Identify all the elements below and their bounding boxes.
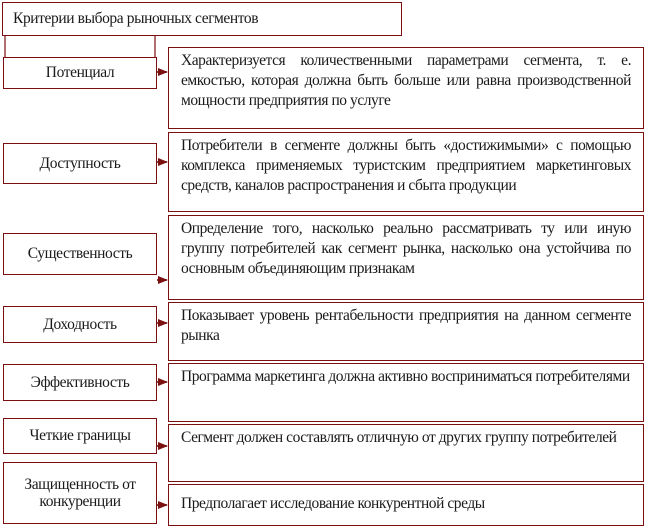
criterion-label: Доходность [43,315,117,333]
criterion-label: Доступность [39,154,121,172]
criterion-box-potential: Потенциал [3,57,157,89]
description-box-efficiency: Программа маркетинга должна активно восп… [168,363,644,422]
criterion-box-profitability: Доходность [3,306,157,343]
criterion-box-significance: Существенность [3,233,157,275]
criterion-label: Четкие границы [29,427,131,445]
description-text: Потребители в сегменте должны быть «дост… [181,137,631,194]
description-text: Определение того, насколько реально расс… [181,220,631,277]
criterion-label: Защищенность от конкуренции [24,475,136,510]
criterion-box-protection: Защищенность от конкуренции [3,462,157,524]
description-box-accessibility: Потребители в сегменте должны быть «дост… [168,132,644,212]
criterion-box-efficiency: Эффективность [3,364,157,401]
criterion-label: Эффективность [30,373,130,391]
criterion-box-accessibility: Доступность [3,143,157,184]
description-text: Сегмент должен составлять отличную от др… [181,429,617,446]
diagram-title-box: Критерии выбора рыночных сегментов [2,2,402,36]
description-box-clear-boundaries: Сегмент должен составлять отличную от др… [168,424,644,482]
description-box-profitability: Показывает уровень рентабельности предпр… [168,302,644,361]
description-text: Предполагает исследование конкурентной с… [181,495,485,512]
description-text: Программа маркетинга должна активно восп… [181,368,630,385]
description-text: Показывает уровень рентабельности предпр… [181,307,631,344]
criterion-box-clear-boundaries: Четкие границы [3,418,157,454]
criterion-label: Существенность [27,245,133,263]
criterion-label: Потенциал [45,64,115,82]
arrow-group [157,68,168,509]
diagram-title: Критерии выбора рыночных сегментов [13,10,259,27]
description-text: Характеризуется количественными параметр… [181,52,631,109]
description-box-protection: Предполагает исследование конкурентной с… [168,484,644,526]
description-box-significance: Определение того, насколько реально расс… [168,215,644,300]
description-box-potential: Характеризуется количественными параметр… [168,47,644,129]
